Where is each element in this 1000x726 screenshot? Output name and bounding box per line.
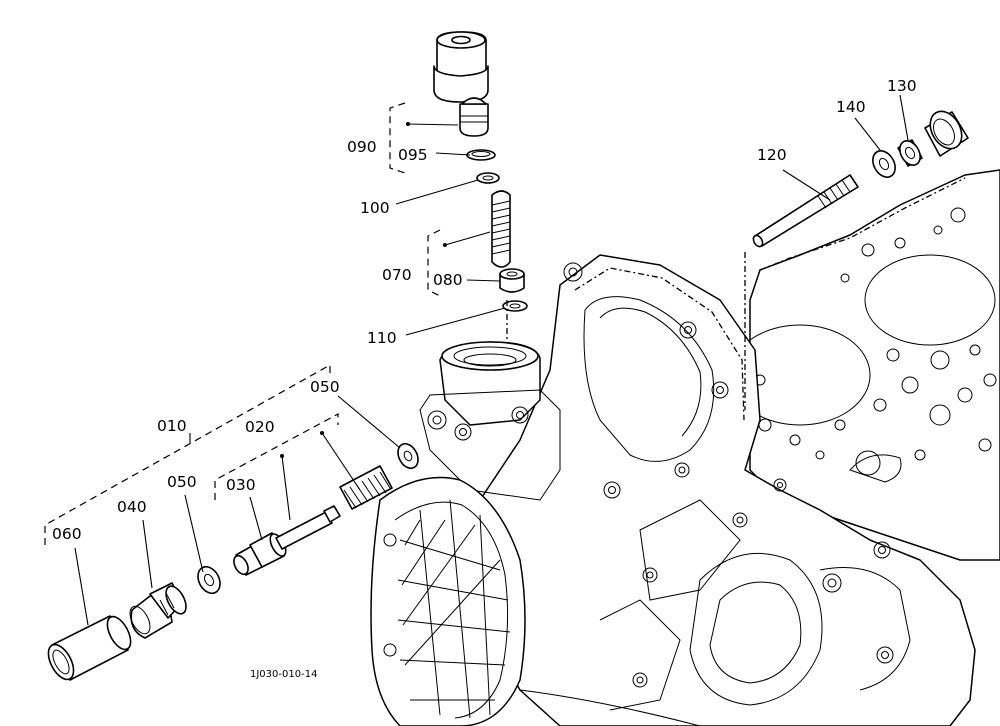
- engine-block: [370, 169, 1000, 726]
- callout-140: 140: [836, 98, 866, 116]
- part-040-plug: [129, 582, 187, 639]
- callout-070: 070: [382, 266, 412, 284]
- part-030-valve-seat: [233, 532, 287, 576]
- callout-095: 095: [398, 146, 428, 164]
- part-120-stud: [752, 174, 859, 248]
- part-050-washer-left: [197, 565, 221, 595]
- cap-nut-cover: [924, 110, 969, 157]
- part-060-cap: [47, 615, 132, 681]
- callout-labels: 010 020 030 040 050 050 060 070 080 090 …: [52, 77, 917, 680]
- group-brackets: [44, 102, 746, 545]
- part-090-cap: [433, 31, 489, 137]
- callout-040: 040: [117, 498, 147, 516]
- callout-090: 090: [347, 138, 377, 156]
- part-110-washer: [502, 300, 528, 312]
- callout-130: 130: [887, 77, 917, 95]
- callout-110: 110: [367, 329, 397, 347]
- part-140-washer: [872, 150, 896, 178]
- callout-080: 080: [433, 271, 463, 289]
- spring: [339, 465, 393, 510]
- part-070-adjust-screw: [491, 190, 511, 268]
- callout-020: 020: [245, 418, 275, 436]
- part-095-snap-ring: [466, 149, 496, 161]
- callout-010: 010: [157, 417, 187, 435]
- part-080-lock-nut: [499, 268, 525, 293]
- callout-050-right: 050: [310, 378, 340, 396]
- callout-120: 120: [757, 146, 787, 164]
- figure-code: 1J030-010-14: [250, 669, 317, 680]
- callout-030: 030: [226, 476, 256, 494]
- leader-lines: [74, 94, 909, 626]
- callout-060: 060: [52, 525, 82, 543]
- callout-050-left: 050: [167, 473, 197, 491]
- part-100-washer: [476, 172, 500, 184]
- part-130-nut: [897, 139, 923, 167]
- part-020-valve-stem: [275, 505, 341, 550]
- callout-100: 100: [360, 199, 390, 217]
- part-050-washer-right: [397, 442, 419, 470]
